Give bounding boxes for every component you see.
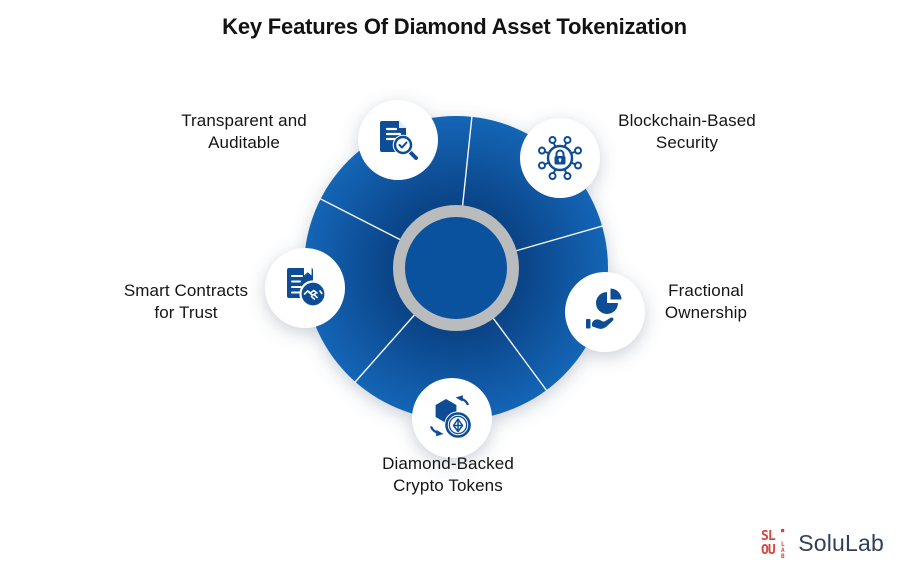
- label-diamond-crypto-tokens: Diamond-Backed Crypto Tokens: [382, 454, 514, 495]
- label-smart-contracts: Smart Contracts for Trust: [123, 281, 249, 322]
- feature-wheel: [265, 100, 645, 458]
- page-title: Key Features Of Diamond Asset Tokenizati…: [222, 14, 687, 39]
- label-transparent-auditable: Transparent and Auditable: [181, 111, 307, 152]
- hand-pie-chart-icon: [586, 288, 622, 329]
- solulab-mark-icon: SL OU L A B: [761, 529, 785, 559]
- contract-handshake-icon: [287, 268, 327, 308]
- center-hub-ring: [393, 205, 519, 331]
- solulab-logo-text: SoluLab: [798, 529, 884, 556]
- svg-text:OU: OU: [761, 543, 776, 558]
- audit-document-magnifier-icon: [380, 121, 420, 162]
- svg-text:B: B: [781, 553, 785, 559]
- label-blockchain-security: Blockchain-Based Security: [618, 111, 756, 152]
- label-fractional-ownership: Fractional Ownership: [664, 281, 748, 322]
- network-lock-icon: [537, 135, 583, 181]
- svg-text:L: L: [781, 541, 785, 548]
- svg-text:A: A: [781, 547, 785, 554]
- segment-dividers: [319, 115, 604, 392]
- svg-text:SL: SL: [761, 529, 776, 544]
- solulab-logo: SL OU L A B SoluLab: [761, 527, 884, 559]
- hexagon-crypto-coin-icon: [429, 395, 472, 439]
